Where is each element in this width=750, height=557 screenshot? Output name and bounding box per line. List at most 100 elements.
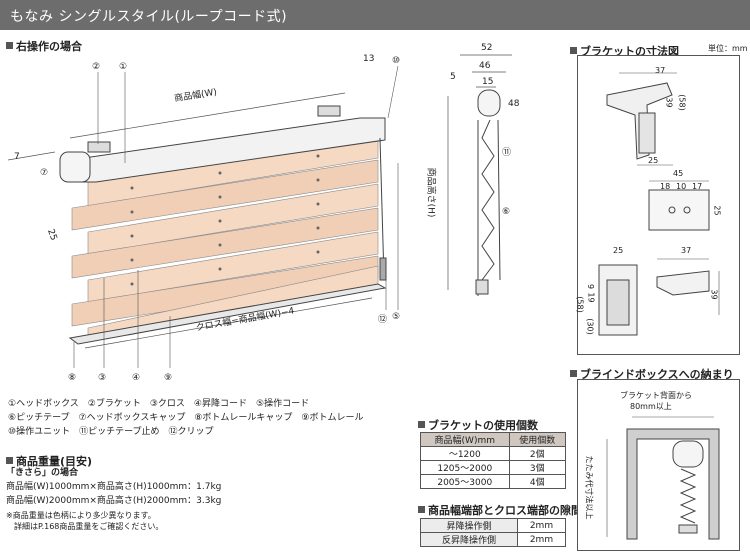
side-view-diagram [447,54,512,296]
callout-8: ⑧ [68,373,77,383]
table-cell: 2005〜3000 [420,474,510,489]
bracket-top-37: 37 [655,66,666,75]
front-25: 25 [613,246,624,255]
plate-10: 10 [676,182,687,191]
blind-main-diagram [7,65,399,368]
callout-12: ⑫ [378,315,388,325]
weight-block: 「きさら」の場合 商品幅(W)1000mm×商品高さ(H)1000mm：1.7k… [6,466,221,508]
dim-7: 7 [14,152,20,162]
weight-line-2: 商品幅(W)2000mm×商品高さ(H)2000mm：3.3kg [6,496,222,506]
section-bracket-dimensions: ブラケットの寸法図 [570,43,679,59]
bracket-right [317,105,341,117]
section-weight: 商品重量(目安) [6,453,92,469]
box-folded-cloth [679,468,697,524]
callout-9: ⑨ [164,373,173,383]
front-30: (30) [585,318,595,335]
box-height-label: たたみ代寸法以上 [584,455,594,520]
dim-7-line [7,151,56,161]
bracket-top-39: 39 [664,97,674,108]
bullet-icon [418,506,425,513]
callout-10: ⑩ [392,56,401,66]
cloth-dim-line [84,297,373,349]
plate-45: 45 [673,169,684,178]
box-frame-shape [626,428,720,540]
clip [379,257,387,281]
unit-note: 単位：mm [708,44,748,53]
table-cell: 反昇降操作側 [420,532,518,547]
plate-25: 25 [712,205,722,216]
weight-notes: ※商品重量は色柄により多少異なります。 詳細はP.168商品重量をご確認ください… [6,510,163,532]
front-9: 9 [586,283,596,290]
dim-46: 46 [479,61,491,71]
section-bracket-count: ブラケットの使用個数 [418,417,538,433]
callout-11-side: ⑪ [502,148,512,158]
table-header-row: 商品幅(W)mm 使用個数 [420,432,567,447]
section-gap: 商品幅端部とクロス端部の隙間 [418,502,582,518]
headbox-cap [59,151,91,183]
table-header: 商品幅(W)mm [420,432,510,447]
callout-2: ② [92,62,101,72]
side-headbox [477,89,501,117]
side-37: 37 [681,246,692,255]
dim-13: 13 [363,54,375,64]
dim-52: 52 [481,43,493,53]
box-headbox [672,440,704,468]
section-blind-box: ブラインドボックスへの納まり [570,366,734,382]
parts-line-2: ⑥ピッチテープ ⑦ヘッドボックスキャップ ⑧ボトムレールキャップ ⑨ボトムレール [8,413,364,423]
callout-7: ⑦ [40,168,49,178]
bracket-plate-drawing [648,189,710,231]
pleated-cloth [71,133,379,339]
bracket-left [87,141,111,153]
bracket-top-25: 25 [648,156,659,165]
callout-5: ⑤ [392,312,401,322]
weight-sub: 「きさら」の場合 [6,468,79,478]
dim-15: 15 [482,77,494,87]
title-bar [0,0,750,30]
table-cell: 2mm [516,518,567,533]
operation-cord [379,137,385,279]
blind-box-drawing [606,416,720,540]
table-cell: 1205〜2000 [420,460,510,475]
weight-line-1: 商品幅(W)1000mm×商品高さ(H)1000mm：1.7kg [6,482,222,492]
lift-cord-dots [130,154,320,286]
bracket-side-drawing [656,270,710,296]
table-cell: 〜1200 [420,446,510,461]
side-pleats [481,119,495,281]
callout-1: ① [119,62,128,72]
weight-note-2: 詳細はP.168商品重量をご確認ください。 [14,522,164,531]
callout-4: ④ [132,373,141,383]
side-bottom-rail [475,279,489,295]
table-cell: 3個 [508,460,567,475]
table-cell: 2mm [516,532,567,547]
front-19: 19 [586,292,596,303]
bracket-drawings [598,72,720,336]
page-title: もなみ シングルスタイル(ループコード式) [10,9,288,25]
bracket-top-58: (58) [677,94,687,111]
parts-line-1: ①ヘッドボックス ②ブラケット ③クロス ④昇降コード ⑤操作コード [8,399,310,409]
plate-17: 17 [692,182,703,191]
bullet-icon [418,421,425,428]
callout-6-side: ⑥ [502,207,511,217]
table-cell: 昇降操作側 [420,518,518,533]
bullet-icon [570,47,577,54]
parts-line-3: ⑩操作ユニット ⑪ピッチテープ止め ⑫クリップ [8,427,214,437]
front-58: (58) [575,296,585,313]
bullet-icon [6,42,13,49]
table-cell: 4個 [508,474,567,489]
width-dim-line [69,92,346,139]
box-back-label-2: 80mm以上 [630,402,672,411]
parts-list: ①ヘッドボックス ②ブラケット ③クロス ④昇降コード ⑤操作コード ⑥ピッチテ… [8,397,363,439]
table-cell: 2個 [508,446,567,461]
box-back-label-1: ブラケット背面から [620,391,692,400]
section-right-operation: 右操作の場合 [6,38,82,54]
dim-5: 5 [450,72,456,82]
dim-48: 48 [508,99,520,109]
bullet-icon [570,370,577,377]
